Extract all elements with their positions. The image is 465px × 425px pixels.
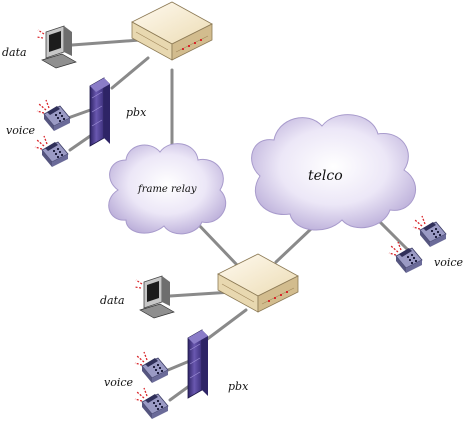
label-voice-bottom: voice (104, 376, 134, 389)
computer-terminal-icon (36, 25, 77, 69)
link-telco-mux (274, 226, 314, 264)
link-data-top (70, 38, 142, 47)
telco-cloud (251, 114, 416, 231)
link-framerelay-mux (194, 220, 240, 268)
telephone-icon (134, 387, 169, 420)
mux-box-icon (217, 253, 299, 313)
computer-terminal-icon (134, 275, 175, 319)
telephone-icon (134, 351, 169, 384)
telephone-icon (36, 99, 71, 132)
link-data-bottom (168, 290, 234, 298)
pbx-cabinet-icon (187, 329, 209, 399)
links (66, 38, 412, 402)
label-voice-top: voice (6, 124, 36, 137)
label-frame-relay: frame relay (137, 184, 197, 195)
telephone-icon (412, 215, 447, 248)
label-data-top: data (2, 46, 27, 59)
link-pbx-top (110, 56, 150, 90)
frame-relay-cloud (108, 143, 227, 235)
link-telco-voice (376, 218, 412, 254)
label-telco: telco (308, 168, 343, 184)
telephone-icon (34, 135, 69, 168)
mux-box-icon (131, 1, 213, 61)
label-voice-right: voice (434, 256, 464, 269)
link-pbx-bottom (204, 308, 248, 342)
pbx-cabinet-icon (89, 77, 111, 147)
label-pbx-top: pbx (126, 106, 147, 119)
label-pbx-bottom: pbx (228, 380, 249, 393)
label-data-bottom: data (100, 294, 125, 307)
